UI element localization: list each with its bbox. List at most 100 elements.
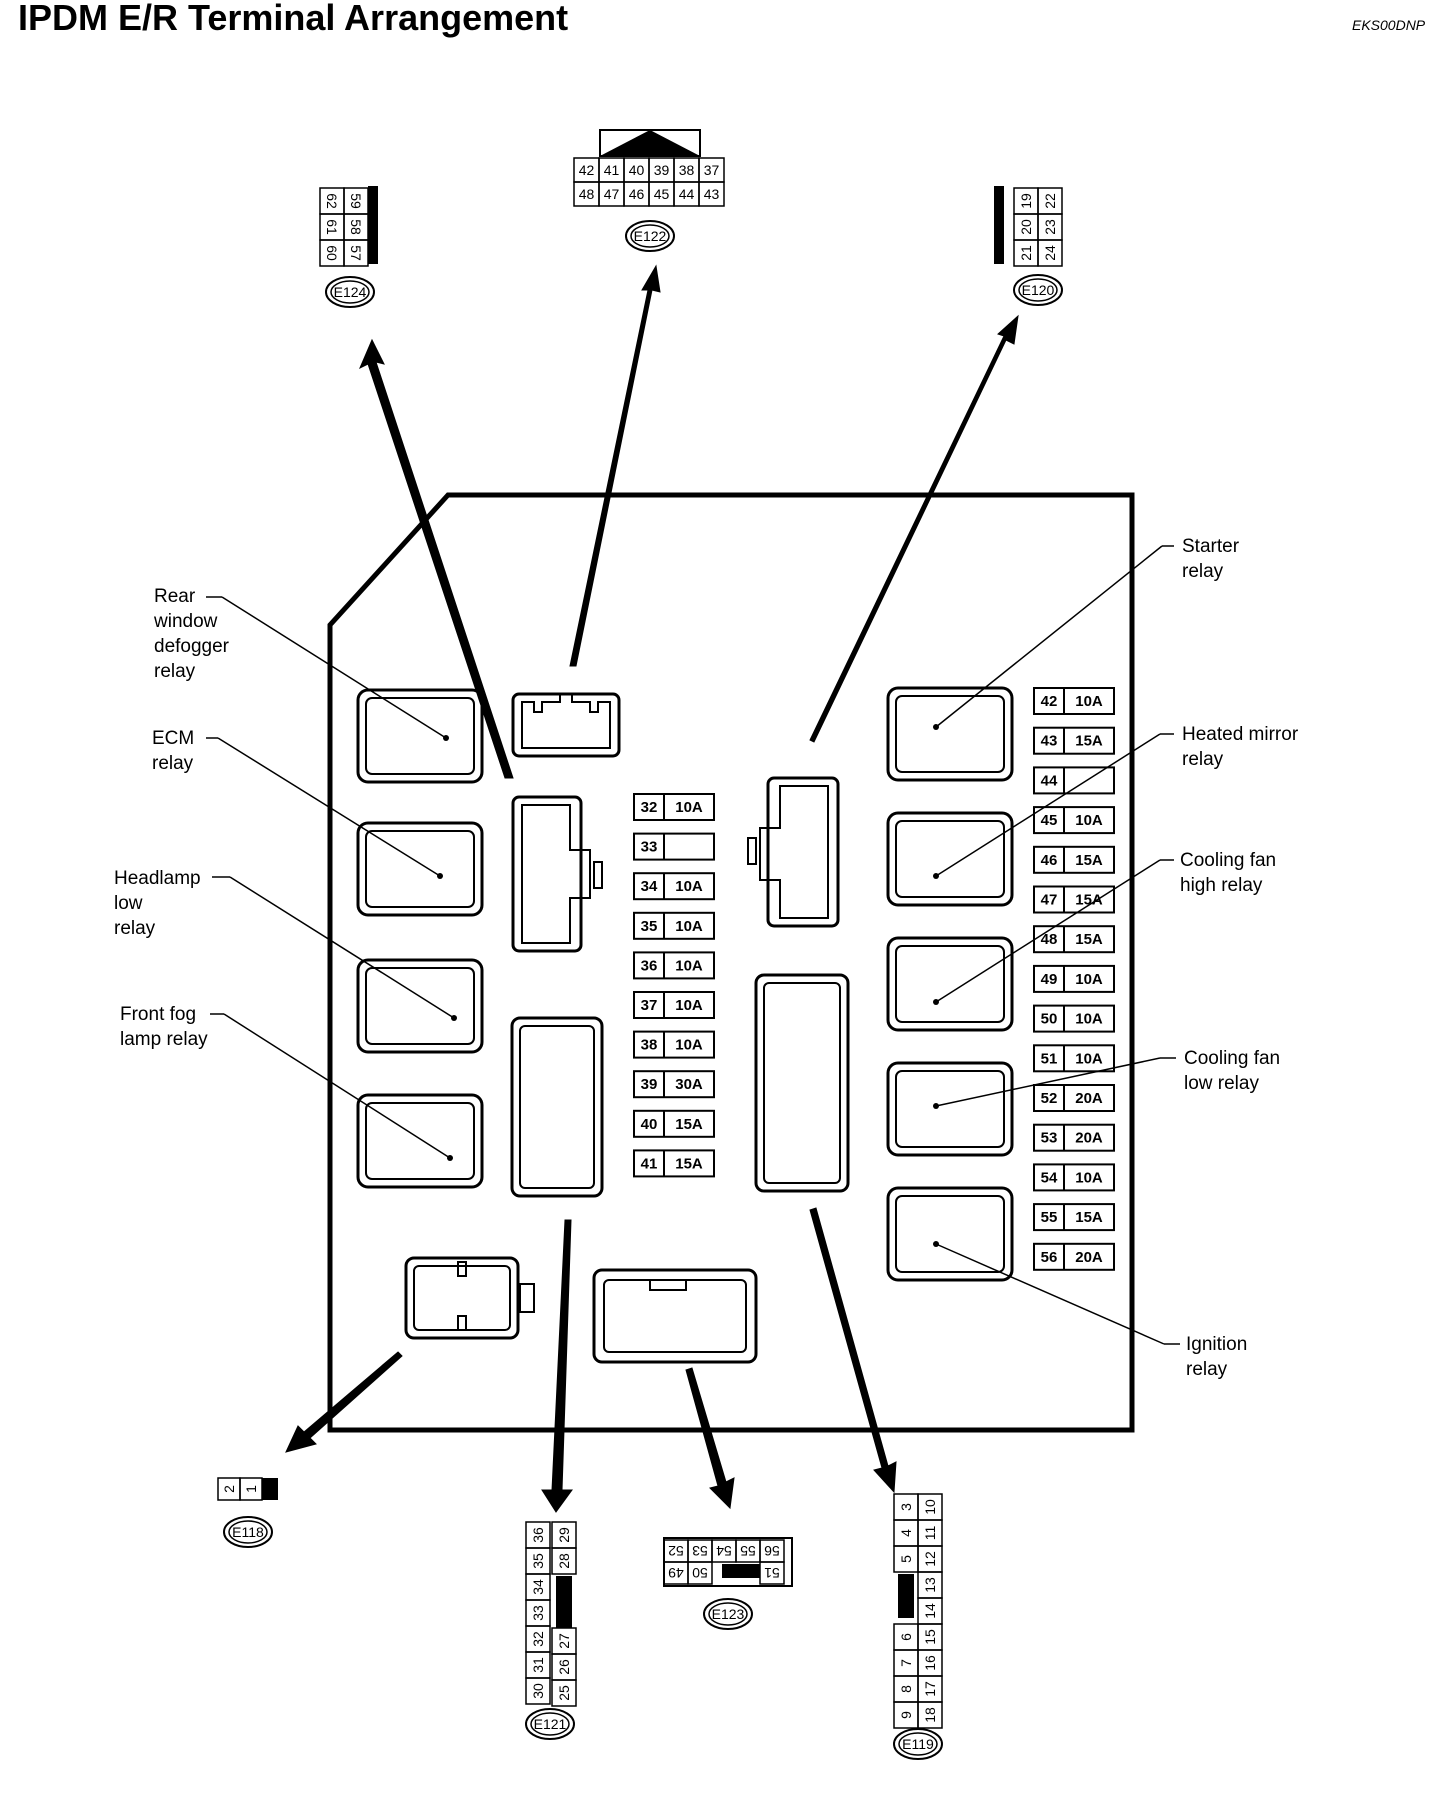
pin-label: 7	[898, 1659, 914, 1667]
fuse-rating: 10A	[1075, 971, 1103, 988]
pin-label: 2	[221, 1485, 237, 1493]
pin-50: 50	[687, 1561, 713, 1585]
fuse-rating: 15A	[675, 1155, 703, 1172]
label-headlamp-low-relay: Headlamp low relay	[114, 868, 206, 939]
pin-label: 47	[604, 186, 620, 202]
connector-key-arrow	[600, 130, 700, 156]
svg-text:E119: E119	[902, 1736, 934, 1752]
fuse-rating: 10A	[1075, 1169, 1103, 1186]
svg-text:E120: E120	[1022, 282, 1055, 298]
pin-label: 43	[704, 186, 720, 202]
pin-24: 24	[1037, 239, 1063, 267]
pin-57: 57	[343, 239, 369, 267]
pin-label: 8	[898, 1685, 914, 1693]
pin-15: 15	[917, 1623, 943, 1651]
socket-e123	[592, 1268, 758, 1364]
fuse-44: 44	[1033, 766, 1115, 795]
pin-12: 12	[917, 1545, 943, 1573]
pin-2: 2	[217, 1477, 241, 1501]
pin-37: 37	[698, 157, 725, 183]
pin-label: 16	[922, 1655, 938, 1671]
fuse-rating: 10A	[675, 878, 703, 895]
pin-label: 31	[530, 1657, 546, 1673]
pin-label: 51	[764, 1565, 780, 1581]
fuse-rating: 10A	[675, 1037, 703, 1054]
pin-label: 52	[668, 1543, 684, 1559]
arrow-to-e121	[541, 1219, 573, 1513]
pin-36: 36	[525, 1521, 551, 1549]
pin-31: 31	[525, 1651, 551, 1679]
pin-label: 6	[898, 1633, 914, 1641]
relay-starter	[886, 686, 1014, 782]
pin-11: 11	[917, 1519, 943, 1547]
label-heated-mirror-relay: Heated mirror relay	[1182, 724, 1303, 770]
connector-key-bar	[556, 1576, 572, 1628]
pin-label: 25	[556, 1685, 572, 1701]
pin-label: 24	[1042, 245, 1058, 261]
fuse-number: 39	[641, 1076, 658, 1093]
svg-text:E122: E122	[634, 228, 667, 244]
pin-label: 12	[922, 1551, 938, 1567]
fuse-number: 50	[1041, 1011, 1058, 1028]
label-starter-relay: Starter relay	[1182, 536, 1244, 582]
pin-label: 5	[898, 1555, 914, 1563]
pin-label: 41	[604, 162, 620, 178]
pin-14: 14	[917, 1597, 943, 1625]
fuse-number: 46	[1041, 852, 1058, 869]
pin-label: 14	[922, 1603, 938, 1619]
pin-17: 17	[917, 1675, 943, 1703]
fuse-49: 49 10A	[1033, 964, 1115, 993]
socket-e119-bottom-right	[754, 973, 850, 1193]
fuse-number: 49	[1041, 971, 1058, 988]
pin-28: 28	[551, 1547, 577, 1575]
pin-49: 49	[663, 1561, 689, 1585]
pin-label: 36	[530, 1527, 546, 1543]
connector-badge-e122: E122	[625, 220, 675, 252]
arrow-to-e118	[285, 1351, 403, 1453]
pin-label: 19	[1018, 193, 1034, 209]
pin-label: 56	[764, 1543, 780, 1559]
socket-e120-right	[747, 776, 840, 928]
connector-badge-e119: E119	[893, 1728, 943, 1760]
connector-key-bar	[994, 186, 1004, 264]
fuse-number: 43	[1041, 733, 1058, 750]
svg-text:E124: E124	[334, 284, 367, 300]
arrow-to-e122	[569, 264, 661, 667]
pin-16: 16	[917, 1649, 943, 1677]
fuse-rating: 15A	[1075, 1209, 1103, 1226]
pin-45: 45	[648, 181, 675, 207]
fuse-rating: 15A	[1075, 892, 1103, 909]
fuse-rating: 15A	[1075, 931, 1103, 948]
pin-label: 34	[530, 1579, 546, 1595]
pin-1: 1	[239, 1477, 263, 1501]
fuse-rating: 10A	[1075, 1050, 1103, 1067]
fuse-number: 44	[1041, 772, 1058, 789]
pin-label: 60	[324, 245, 340, 261]
relay-headlamp-low	[356, 958, 484, 1054]
fuse-50: 50 10A	[1033, 1004, 1115, 1033]
pin-55: 55	[735, 1539, 761, 1563]
label-rear-window-defogger-relay: Rear window defogger relay	[153, 586, 234, 682]
connector-arrows	[285, 264, 1019, 1513]
svg-text:E123: E123	[712, 1606, 745, 1622]
fuse-number: 47	[1041, 892, 1058, 909]
relay-rear-window-defogger	[356, 688, 484, 784]
connector-key-bar	[368, 186, 378, 264]
pin-label: 54	[716, 1543, 732, 1559]
pin-61: 61	[319, 213, 345, 241]
arrow-to-e120	[809, 314, 1019, 743]
pin-8: 8	[893, 1675, 919, 1703]
pin-label: 18	[922, 1707, 938, 1723]
fuse-rating: 10A	[1075, 1011, 1103, 1028]
fuse-rating: 15A	[1075, 852, 1103, 869]
fuse-33: 33	[633, 832, 715, 861]
svg-text:E121: E121	[534, 1716, 567, 1732]
